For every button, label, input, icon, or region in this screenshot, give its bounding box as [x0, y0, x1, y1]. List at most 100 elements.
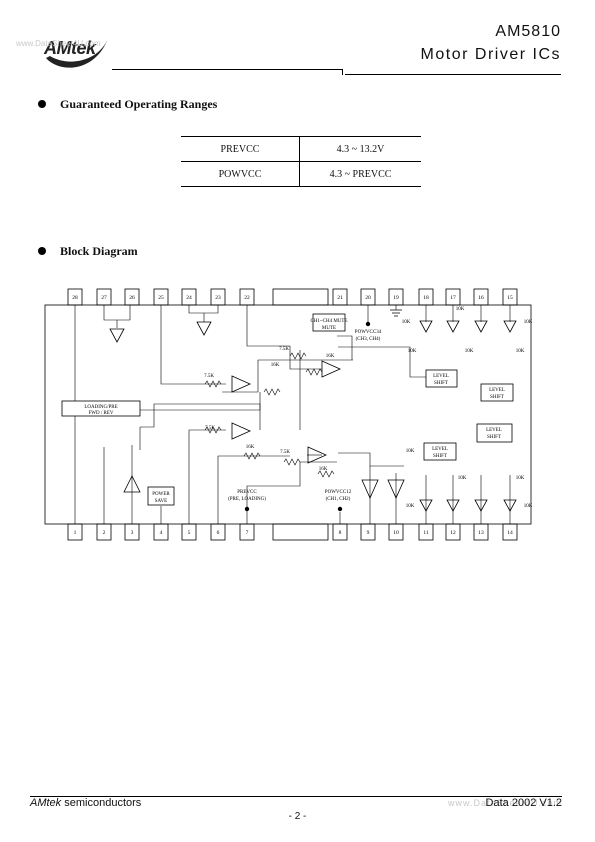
footer-rule [30, 796, 562, 797]
pin-label: 6 [217, 530, 220, 536]
page-number: - 2 - [288, 811, 307, 822]
wires [62, 305, 511, 524]
save-label: SAVE [155, 499, 167, 504]
header-watermark: www.DataSheet4U.com [16, 39, 101, 48]
table-row: PREVCC 4.3 ~ 13.2V [181, 136, 421, 162]
resistor-label: 10K [516, 476, 525, 481]
level-label: LEVEL [486, 428, 502, 433]
resistor-label: 10K [406, 504, 415, 509]
resistor-label: 16K [246, 445, 255, 450]
loading-pre-block [61, 400, 141, 417]
pin-label: 8 [339, 530, 342, 536]
resistor-label: 10K [408, 349, 417, 354]
table-row: POWVCC 4.3 ~ PREVCC [181, 161, 421, 187]
resistor-labels: 7.5K 16K 7.5K 16K 7.5K 16K 7.5K 16K 10K … [204, 307, 533, 509]
pin-label: 26 [129, 295, 135, 301]
prevcc-node-icon [244, 506, 250, 512]
level-label: LEVEL [489, 388, 505, 393]
shift-label: SHIFT [433, 454, 447, 459]
resistor-label: 10K [458, 476, 467, 481]
powvcc34-label: POWVCC34 [355, 330, 382, 335]
part-number: AM5810 [495, 23, 561, 40]
power-save-block [147, 486, 175, 506]
resistor-label: 10K [524, 320, 533, 325]
pin-label: 10 [393, 530, 399, 536]
pin-label: 18 [423, 295, 429, 301]
pin-label: 17 [450, 295, 456, 301]
powvcc12-node-icon [337, 506, 343, 512]
level-shift-block [480, 383, 514, 402]
footer-company: AMtek semiconductors [30, 797, 141, 809]
resistor-label: 10K [402, 320, 411, 325]
resistor-label: 10K [465, 349, 474, 354]
document-subtitle: Motor Driver ICs [420, 46, 561, 63]
logo-text: AMtek [44, 38, 96, 58]
ground-icon [390, 309, 402, 317]
level-label: LEVEL [433, 374, 449, 379]
pin-label: 4 [160, 530, 163, 536]
logic-blocks [61, 309, 514, 512]
pin-label: 3 [131, 530, 134, 536]
shift-label: SHIFT [490, 395, 504, 400]
pin-label: 23 [215, 295, 221, 301]
footer-watermark: www.DataSheet4U.com [447, 798, 562, 808]
pin-label: 11 [423, 530, 429, 536]
resistors [204, 352, 335, 478]
resistor-label: 10K [406, 449, 415, 454]
resistor-label: 7.5K [205, 426, 215, 431]
powvcc34-sub-label: (CH3, CH4) [356, 337, 381, 342]
powvcc34-node-icon [365, 321, 371, 327]
bullet-icon [38, 247, 46, 255]
footer-date: Data 2002 V1.2 [485, 797, 562, 809]
footer-company-rest: semiconductors [61, 797, 142, 809]
pin-label: 7 [246, 530, 249, 536]
pin-label: 27 [101, 295, 107, 301]
pin-label: 28 [72, 295, 78, 301]
op-amps [109, 320, 517, 512]
power-label: POWER [152, 492, 170, 497]
header-rule-right [345, 74, 561, 75]
shift-label: SHIFT [487, 435, 501, 440]
level-label: LEVEL [432, 447, 448, 452]
level-shift-block [425, 369, 458, 388]
pin-label: 25 [158, 295, 164, 301]
resistor-label: 7.5K [280, 450, 290, 455]
pin-label: 16 [478, 295, 484, 301]
pin-label: 2 [103, 530, 106, 536]
pin-label: 5 [188, 530, 191, 536]
bullet-icon [38, 100, 46, 108]
resistor-label: 10K [516, 349, 525, 354]
header-rule-step [342, 69, 343, 75]
footer-brand: AMtek [30, 797, 62, 809]
resistor-label: 7.5K [204, 374, 214, 379]
pin-label: 22 [244, 295, 250, 301]
operating-ranges-table: PREVCC 4.3 ~ 13.2V POWVCC 4.3 ~ PREVCC [181, 136, 421, 187]
pin-label: 14 [507, 530, 513, 536]
table-cell-param: PREVCC [181, 136, 300, 162]
shift-label: SHIFT [434, 381, 448, 386]
powvcc12-label: POWVCC12 [325, 490, 352, 495]
pin-label: 13 [478, 530, 484, 536]
powvcc12-sub-label: (CH1, CH2) [326, 497, 351, 502]
resistor-label: 10K [456, 307, 465, 312]
logo-swoosh-icon [46, 38, 108, 68]
resistor-label: 10K [524, 504, 533, 509]
pin-label: 12 [450, 530, 456, 536]
section-title-block-diagram: Block Diagram [60, 244, 138, 258]
pin-label: 1 [74, 530, 77, 536]
pin-label: 24 [186, 295, 192, 301]
resistor-label: 16K [319, 467, 328, 472]
pin-label: 20 [365, 295, 371, 301]
pin-label: 15 [507, 295, 513, 301]
mute-label: CH1~CH4 MUTE [310, 319, 347, 324]
header-rule-left [112, 69, 342, 70]
level-shift-block [476, 423, 513, 443]
section-title-ranges: Guaranteed Operating Ranges [60, 97, 218, 111]
resistor-label: 7.5K [279, 347, 289, 352]
table-cell-value: 4.3 ~ 13.2V [299, 136, 421, 162]
prevcc-sub-label: (PRE, LOADING) [228, 497, 266, 502]
fwd-rev-label: FWD / REV [89, 411, 114, 416]
pin-label: 9 [367, 530, 370, 536]
